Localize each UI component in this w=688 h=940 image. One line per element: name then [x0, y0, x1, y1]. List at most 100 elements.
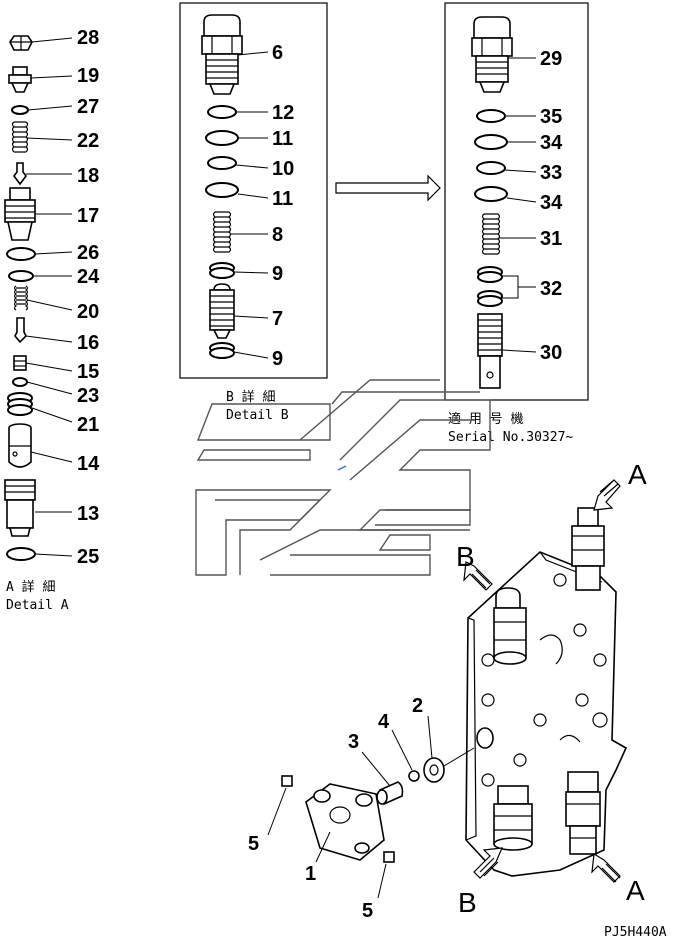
- label-21: 21: [77, 414, 99, 436]
- label-35: 35: [540, 106, 562, 128]
- part-23-ring: [12, 377, 73, 395]
- background-logo: [195, 379, 491, 576]
- label-28: 28: [77, 27, 99, 49]
- label-1: 1: [305, 863, 316, 885]
- label-7: 7: [272, 308, 283, 330]
- label-4: 4: [378, 711, 390, 733]
- part-33-oring: [476, 161, 506, 175]
- marker-a-top: A: [593, 459, 647, 511]
- part-6-plug: [201, 14, 269, 95]
- part-9-seat: [209, 262, 269, 279]
- valve-assembly: [465, 507, 628, 877]
- plug-b-bottom: [493, 785, 533, 851]
- part-10-oring: [207, 156, 237, 170]
- part-29-plug: [471, 16, 536, 93]
- part-35-oring: [476, 109, 506, 123]
- label-27: 27: [77, 96, 99, 118]
- part-7-spool: [209, 283, 269, 339]
- marker-b-top: B: [456, 541, 493, 591]
- exploded-parts: 2 4 3 5 1 5: [248, 695, 475, 922]
- part-17-plug: [4, 187, 72, 241]
- part-5-bolt-top: [267, 775, 293, 836]
- serial-variant-box: 29 35 34 33 34 31 32 30 適 用 号 機 Serial N…: [444, 2, 589, 445]
- label-15: 15: [77, 361, 99, 383]
- part-11-ring: [205, 130, 239, 146]
- label-3: 3: [348, 731, 359, 753]
- plug-a-top: [571, 507, 605, 591]
- part-19-fitting: [8, 66, 73, 93]
- detail-a-title-en: Detail A: [6, 598, 69, 613]
- part-1-cover: [305, 783, 385, 863]
- label-30: 30: [540, 342, 562, 364]
- label-29: 29: [540, 48, 562, 70]
- label-34: 34: [540, 132, 563, 154]
- label-34b: 34: [540, 192, 563, 214]
- part-34-ring: [474, 134, 508, 150]
- label-9: 9: [272, 263, 283, 285]
- part-28-nut: [9, 35, 73, 51]
- part-31-spring: [481, 213, 536, 255]
- label-5-top: 5: [248, 833, 259, 855]
- label-31: 31: [540, 228, 562, 250]
- marker-a-bottom-letter: A: [626, 875, 645, 906]
- part-4-ball: [391, 729, 420, 782]
- part-5-bolt-bottom: [377, 851, 395, 899]
- detail-b-box: 6 12 11 10 11 8 9 7 9 B 詳 細 Detail B: [179, 2, 328, 423]
- detail-a-title-jp: A 詳 細: [6, 579, 55, 595]
- plug-b-top: [493, 587, 527, 665]
- part-21-rings: [7, 392, 73, 423]
- part-25-oring: [6, 547, 73, 561]
- label-26: 26: [77, 242, 99, 264]
- part-3-sleeve: [361, 751, 404, 806]
- label-19: 19: [77, 65, 99, 87]
- part-9b-seat: [209, 342, 269, 359]
- label-12: 12: [272, 102, 294, 124]
- part-24-ring: [8, 270, 72, 282]
- marker-a-bottom: A: [591, 853, 645, 906]
- part-16-pin: [14, 317, 73, 344]
- part-34b-ring: [474, 186, 508, 202]
- part-30-spool: [477, 313, 537, 389]
- part-2-spacer: [423, 715, 445, 783]
- label-23: 23: [77, 385, 99, 407]
- part-14-sleeve: [8, 423, 73, 468]
- part-15-sleeve: [13, 355, 73, 372]
- label-14: 14: [77, 453, 100, 475]
- detail-b-title-jp: B 詳 細: [226, 389, 275, 405]
- marker-b-bottom-letter: B: [458, 887, 477, 918]
- marker-b-bottom: B: [458, 847, 503, 918]
- plug-a-bottom: [565, 771, 601, 855]
- label-20: 20: [77, 301, 99, 323]
- marker-b-top-letter: B: [456, 541, 475, 572]
- drawing-code: PJ5H440A: [604, 925, 667, 940]
- view-markers: A B B A: [456, 459, 647, 918]
- serial-number-label: Serial No.30327~: [448, 430, 573, 445]
- label-22: 22: [77, 130, 99, 152]
- marker-a-top-letter: A: [628, 459, 647, 490]
- label-2: 2: [412, 695, 423, 717]
- label-9b: 9: [272, 348, 283, 370]
- label-17: 17: [77, 205, 99, 227]
- detail-a-column: 28 19 27 22 18 17 26 24 20 16 15 23 21 1…: [4, 27, 100, 613]
- label-11b: 11: [272, 188, 293, 210]
- label-5-bottom: 5: [362, 900, 373, 922]
- part-26-oring: [6, 247, 73, 261]
- part-20-spring: [13, 285, 73, 311]
- part-13-plug: [4, 479, 72, 537]
- part-22-spring: [11, 121, 73, 153]
- label-33: 33: [540, 162, 562, 184]
- label-8: 8: [272, 224, 283, 246]
- supersession-arrow: [335, 174, 441, 202]
- label-6: 6: [272, 42, 283, 64]
- part-12-oring: [207, 105, 237, 119]
- label-16: 16: [77, 332, 99, 354]
- label-18: 18: [77, 165, 99, 187]
- label-25: 25: [77, 546, 99, 568]
- part-32-seats: [477, 266, 536, 307]
- applicability-label: 適 用 号 機: [448, 411, 523, 427]
- label-10: 10: [272, 158, 294, 180]
- part-18-poppet: [13, 162, 72, 186]
- detail-b-title-en: Detail B: [226, 408, 289, 423]
